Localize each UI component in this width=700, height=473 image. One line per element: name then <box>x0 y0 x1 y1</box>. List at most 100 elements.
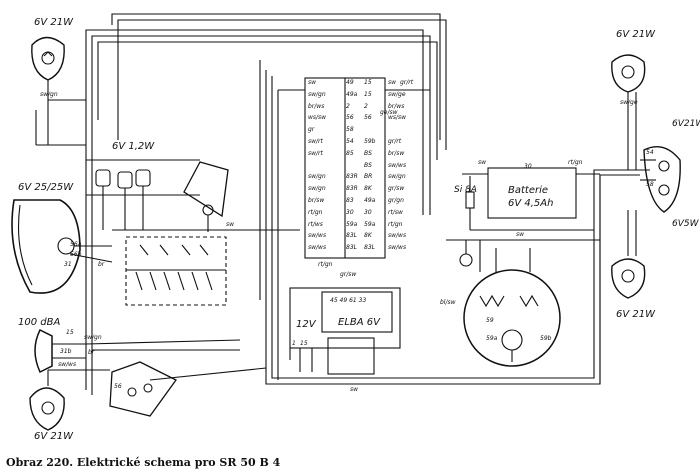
terminal-row-right: 56 <box>364 114 372 122</box>
terminal-row-mid: 58 <box>346 126 354 134</box>
wire-label-59: 59 <box>486 317 494 324</box>
terminal-row-out: ws/sw <box>388 114 407 122</box>
bottom-left-indicator-lamp <box>29 369 110 431</box>
headlamp-label: 6V 25/25W <box>18 182 74 193</box>
horn-label: 100 dBA <box>18 317 61 328</box>
wire-label-br-horn: br <box>88 349 95 356</box>
wire-label-sw-bat: sw <box>516 231 525 238</box>
wire-label-56: 56 <box>114 383 122 390</box>
terminal-row-left: sw <box>308 79 317 86</box>
terminal-row-left: sw/rt <box>308 138 323 145</box>
wire-label-sw-bottom: sw <box>350 386 359 393</box>
terminal-row-left: gr <box>308 126 315 134</box>
terminal-row-right: 59b <box>364 138 376 145</box>
wire-label-56b: 56b <box>70 251 82 258</box>
battery-rating: 6V 4,5Ah <box>508 198 554 209</box>
wire-label-15r: 15 <box>300 340 308 347</box>
bottom-right-indicator-label: 6V 21W <box>616 309 655 320</box>
terminal-row-right: 83L <box>364 244 375 252</box>
wire-label-ge-sw: ge/sw <box>380 109 398 116</box>
wire-label-rt-gn-low: rt/gn <box>318 261 333 268</box>
terminal-row-left: sw/gn <box>308 185 326 193</box>
terminal-row-left: br/ws <box>308 102 325 110</box>
terminal-row-out: gr/gn <box>388 197 404 204</box>
terminal-row-mid: 56 <box>346 114 354 122</box>
terminal-row-left: ws/sw <box>308 114 327 122</box>
terminal-row-mid: 83L <box>346 244 357 252</box>
terminal-row-out: rt/gn <box>388 220 403 228</box>
headlamp <box>11 199 113 294</box>
terminal-row-out: sw/ge <box>388 90 406 98</box>
terminal-row-out: gr/rt <box>388 138 402 145</box>
wire-label-31b: 31b <box>60 348 72 355</box>
terminal-row-out: br/sw <box>388 149 405 157</box>
regulator-box <box>289 287 401 375</box>
ignition-housing <box>183 161 229 232</box>
terminal-row-left: sw/ws <box>308 244 327 252</box>
terminal-row-out: sw/ws <box>388 232 407 240</box>
terminal-row-right: 8K <box>364 185 372 193</box>
terminal-row-right: 59a <box>364 220 376 228</box>
rear-right-indicator-lamp <box>611 54 646 170</box>
wire-label-gr-sw-low: gr/sw <box>340 271 357 278</box>
terminal-row-mid: 49 <box>346 79 354 86</box>
terminal-row-mid: 54 <box>346 138 354 145</box>
regulator-voltage-label: 12V <box>296 319 316 330</box>
tail-plate-lamps <box>640 146 681 213</box>
terminal-strip <box>278 77 430 259</box>
terminal-row-right: 8K <box>364 232 372 240</box>
terminal-row-out: sw/ws <box>388 161 407 169</box>
terminal-row-right: BR <box>364 173 373 181</box>
terminal-row-mid: 30 <box>346 208 354 216</box>
front-left-indicator-lamp <box>31 36 86 146</box>
wire-label-1: 1 <box>292 340 296 347</box>
terminal-row-mid: 83 <box>346 197 354 204</box>
terminal-row-out: gr/sw <box>388 185 405 193</box>
terminal-row-left: sw/gn <box>308 90 326 98</box>
terminal-row-left: sw/rt <box>308 149 323 157</box>
wire-label-rt-gn-right: rt/gn <box>568 159 583 166</box>
pilot-lamps-label: 6V 1,2W <box>112 141 155 152</box>
terminal-row-out: sw/ws <box>388 244 407 252</box>
terminal-row-out: sw/gn <box>388 173 406 181</box>
bottom-left-indicator-label: 6V 21W <box>34 431 73 442</box>
regulator-label: ELBA 6V <box>338 317 380 328</box>
fuse-label: Si 8A <box>454 185 477 195</box>
plate-lamp-label: 6V5W <box>672 219 699 229</box>
terminal-row-mid: 59a <box>346 220 358 228</box>
terminal-row-right: 2 <box>364 102 368 110</box>
wire-label-30: 30 <box>524 163 532 170</box>
switch-block <box>112 229 300 306</box>
wire-label-56a: 56a <box>70 241 82 248</box>
terminal-row-right: BS <box>364 149 372 157</box>
terminal-row-mid: 83L <box>346 232 357 240</box>
terminal-row-left: br/sw <box>308 197 325 204</box>
terminal-row-mid: 83R <box>346 185 358 193</box>
terminal-row-right: 30 <box>364 208 372 216</box>
terminal-row-out: sw <box>388 79 397 86</box>
wire-label-sw-right: sw <box>478 159 487 166</box>
terminal-row-out: br/ws <box>388 102 405 110</box>
wire-label-sw-ge: sw/ge <box>620 99 638 106</box>
terminal-row-mid: 49a <box>346 90 358 98</box>
wire-label-sw-mid: sw <box>226 221 235 228</box>
figure-caption: Obraz 220. Elektrické schema pro SR 50 B… <box>6 456 281 469</box>
wire-label-sw-gn-horn: sw/gn <box>84 334 102 341</box>
terminal-row-mid: 2 <box>346 102 350 110</box>
terminal-row-left: sw/gn <box>308 173 326 181</box>
pilot-lamps <box>86 159 200 230</box>
terminal-row-right: 15 <box>364 90 372 98</box>
generator <box>446 239 600 367</box>
terminal-row-left: rt/gn <box>308 208 323 216</box>
terminal-row-out: rt/sw <box>388 208 403 216</box>
wire-label-bl-sw: bl/sw <box>440 299 456 306</box>
wire-label-gr-rt: gr/rt <box>400 79 414 86</box>
terminal-row-right: 15 <box>364 79 372 86</box>
terminal-row-right: 49a <box>364 197 376 204</box>
terminal-row-right: BS <box>364 161 372 169</box>
battery-name: Batterie <box>508 185 549 196</box>
wire-label-31: 31 <box>64 261 72 268</box>
